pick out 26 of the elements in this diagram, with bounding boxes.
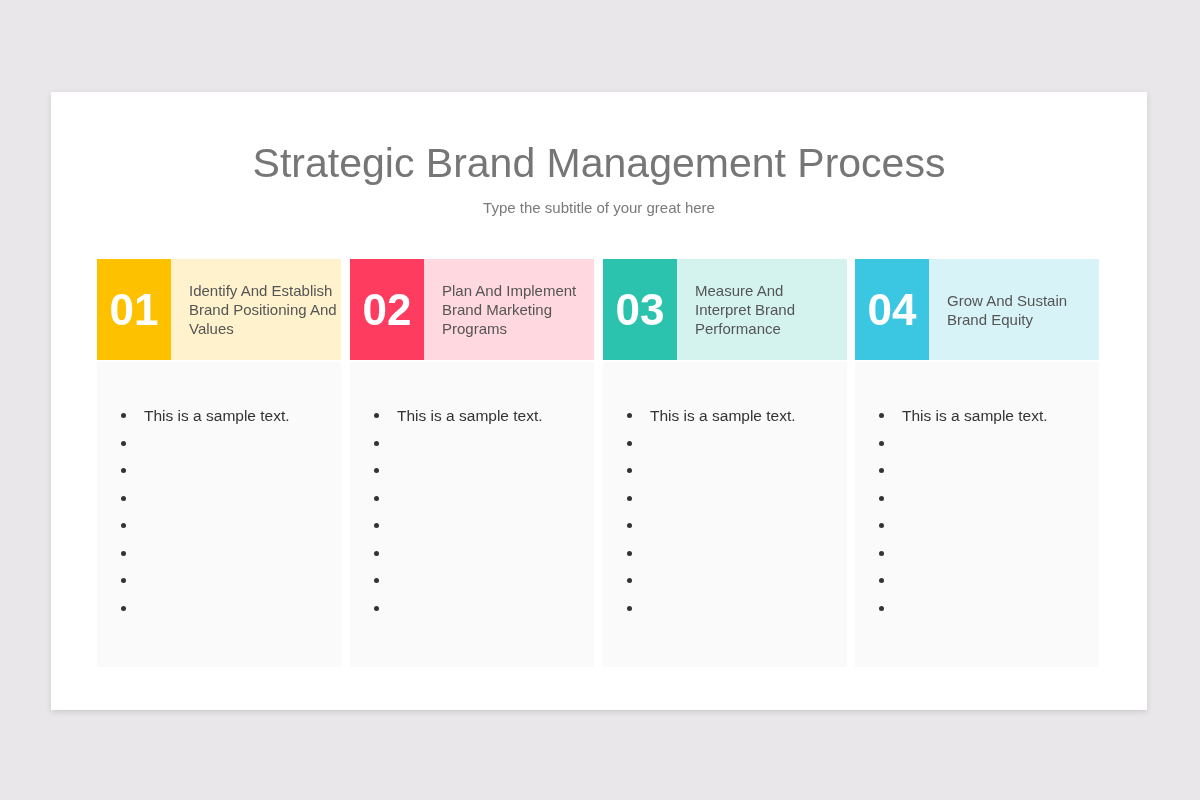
number-tile	[97, 259, 171, 360]
number-tile	[350, 259, 424, 360]
step-number: 03	[615, 285, 665, 334]
step-heading: Plan And Implement Brand Marketing Programs	[442, 281, 578, 338]
slide-title: Strategic Brand Management Process	[252, 139, 946, 188]
bullet-text: This is a sample text.	[397, 406, 543, 426]
bullet-text: This is a sample text.	[650, 406, 796, 426]
step-heading: Measure And Interpret Brand Performance	[695, 281, 797, 338]
number-tile	[855, 259, 929, 360]
step-number: 01	[109, 285, 159, 334]
step-number: 02	[362, 285, 412, 334]
bullet-text: This is a sample text.	[144, 406, 290, 426]
step-number: 04	[867, 285, 917, 334]
step-heading: Grow And Sustain Brand Equity	[947, 290, 1069, 329]
number-tile	[603, 259, 677, 360]
heading-band	[171, 259, 341, 360]
heading-band	[677, 259, 847, 360]
step-heading: Identify And Establish Brand Positioning And Values	[189, 281, 337, 338]
heading-band	[424, 259, 594, 360]
content-panel	[855, 362, 1099, 667]
slide-subtitle: Type the subtitle of your great here	[483, 199, 715, 217]
content-panel	[603, 362, 847, 667]
content-panel	[350, 362, 594, 667]
bullet-text: This is a sample text.	[902, 406, 1048, 426]
heading-band	[929, 259, 1099, 360]
content-panel	[97, 362, 341, 667]
